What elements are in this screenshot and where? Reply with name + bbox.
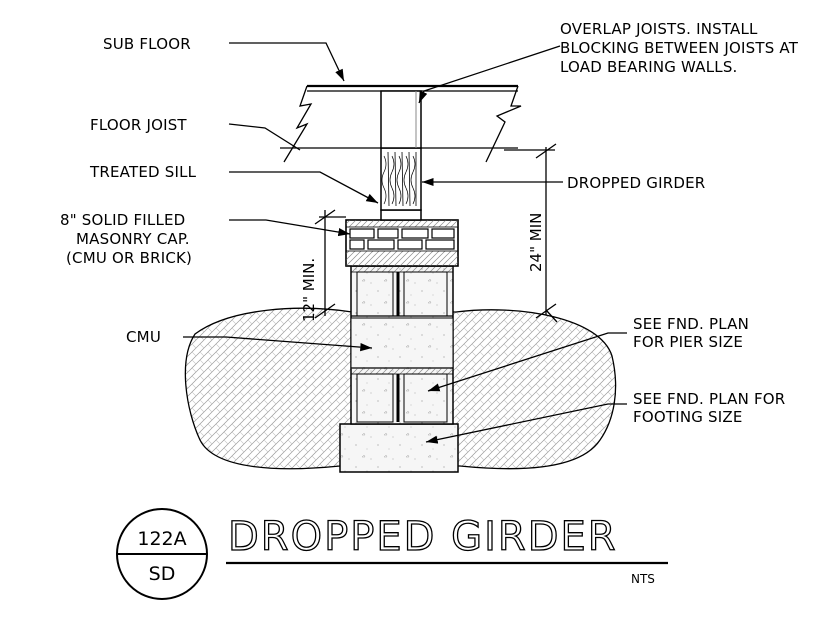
- label-overlap-line2: BLOCKING BETWEEN JOISTS AT: [560, 39, 799, 57]
- dimension-24-label: 24" MIN: [527, 213, 545, 272]
- label-footing-line2: FOOTING SIZE: [633, 408, 743, 426]
- label-dropped-girder: DROPPED GIRDER: [567, 174, 705, 192]
- detail-sheet: SD: [149, 563, 176, 585]
- label-overlap-line3: LOAD BEARING WALLS.: [560, 58, 738, 76]
- leader-lines: [183, 42, 627, 444]
- label-treated-sill: TREATED SILL: [89, 163, 197, 181]
- label-cmu: CMU: [126, 328, 161, 346]
- dimension-24-min: 24" MIN: [504, 143, 558, 323]
- dimension-12-label: 12" MIN.: [300, 258, 318, 322]
- dimension-12-min: 12" MIN.: [300, 209, 346, 322]
- label-masonry-cap-line3: (CMU OR BRICK): [66, 249, 192, 267]
- concrete-footing: [339, 423, 459, 473]
- dropped-girder: [380, 147, 422, 211]
- label-pier-line2: FOR PIER SIZE: [633, 333, 743, 351]
- detail-number: 122A: [137, 528, 186, 550]
- label-pier-line1: SEE FND. PLAN: [633, 315, 749, 333]
- label-floor-joist: FLOOR JOIST: [90, 116, 187, 134]
- treated-sill: [380, 209, 422, 221]
- label-masonry-cap-line2: MASONRY CAP.: [76, 230, 190, 248]
- cmu-pier: [350, 265, 454, 425]
- detail-title: DROPPED GIRDER: [228, 514, 618, 560]
- title-block: 122A SD DROPPED GIRDER NTS: [116, 508, 668, 600]
- label-masonry-cap-line1: 8" SOLID FILLED: [60, 211, 185, 229]
- label-footing-line1: SEE FND. PLAN FOR: [633, 390, 785, 408]
- detail-scale: NTS: [631, 572, 655, 586]
- masonry-cap: [345, 219, 459, 267]
- label-overlap-line1: OVERLAP JOISTS. INSTALL: [560, 20, 758, 38]
- label-sub-floor: SUB FLOOR: [103, 35, 191, 53]
